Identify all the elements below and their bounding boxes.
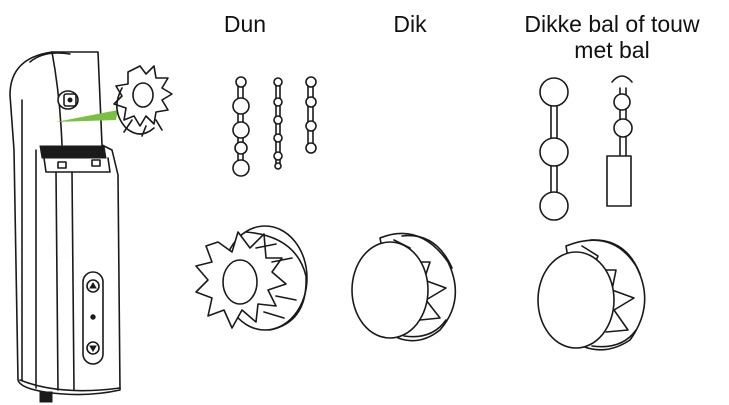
thick-ball-chains	[539, 75, 633, 221]
heading-dikke-bal-line2: met bal	[574, 37, 650, 63]
heading-dik: Dik	[393, 11, 427, 37]
heading-dikke-bal-line1: Dikke bal of touw	[524, 11, 700, 37]
heading-dun: Dun	[223, 11, 267, 37]
insert-arrow-icon	[56, 110, 118, 122]
thin-bead-chains	[232, 76, 317, 177]
heading-dikke-bal: Dikke bal of touw met bal	[495, 11, 729, 63]
motor-device	[9, 51, 121, 403]
adapter-thin	[195, 225, 308, 331]
adapter-thick-ball	[537, 239, 646, 351]
down-arrow-icon	[89, 345, 97, 352]
adapter-gear-small	[113, 65, 173, 137]
up-arrow-icon	[89, 282, 97, 289]
adapter-thick	[351, 232, 457, 342]
